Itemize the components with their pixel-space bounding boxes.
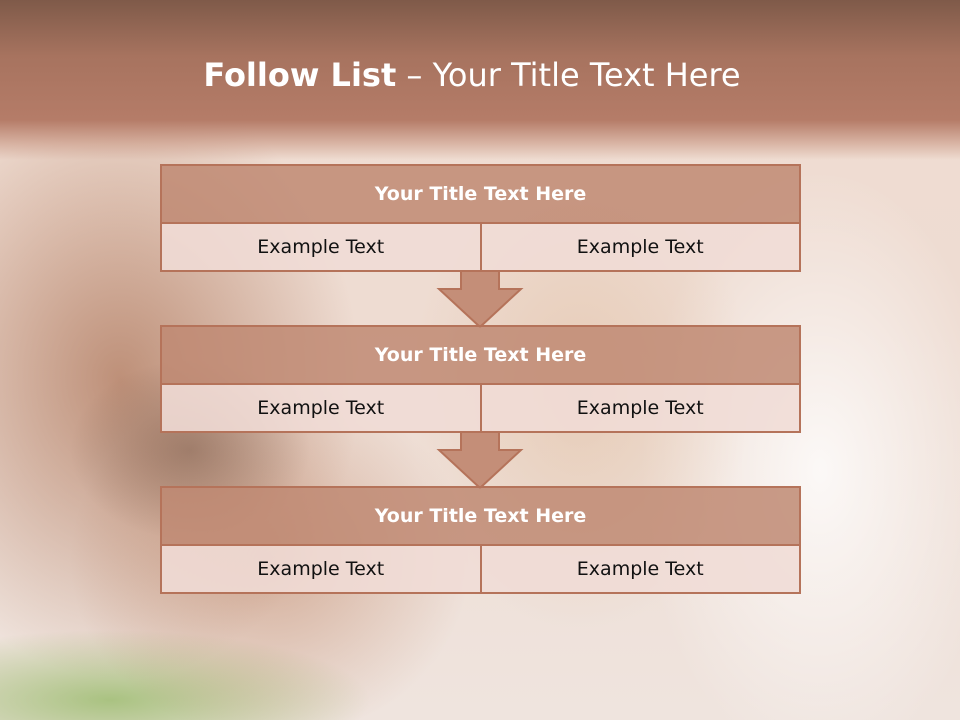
step-title: Your Title Text Here <box>162 488 799 546</box>
step-row: Example Text Example Text <box>162 546 799 592</box>
step-box-1: Your Title Text Here Example Text Exampl… <box>160 164 801 272</box>
step-title: Your Title Text Here <box>162 166 799 224</box>
step-cell-right: Example Text <box>479 546 799 592</box>
step-cell-left: Example Text <box>162 385 480 431</box>
slide-title: Follow List – Your Title Text Here <box>0 55 944 95</box>
slide-title-rest: – Your Title Text Here <box>406 56 741 94</box>
step-box-2: Your Title Text Here Example Text Exampl… <box>160 325 801 433</box>
step-row: Example Text Example Text <box>162 224 799 270</box>
down-arrow-icon <box>436 431 524 490</box>
step-cell-right: Example Text <box>479 385 799 431</box>
down-arrow-icon <box>436 270 524 329</box>
step-box-3: Your Title Text Here Example Text Exampl… <box>160 486 801 594</box>
step-cell-right: Example Text <box>479 224 799 270</box>
step-row: Example Text Example Text <box>162 385 799 431</box>
step-cell-left: Example Text <box>162 546 480 592</box>
step-title: Your Title Text Here <box>162 327 799 385</box>
step-cell-left: Example Text <box>162 224 480 270</box>
slide-title-bold: Follow List <box>203 56 397 94</box>
header-band <box>0 0 960 160</box>
